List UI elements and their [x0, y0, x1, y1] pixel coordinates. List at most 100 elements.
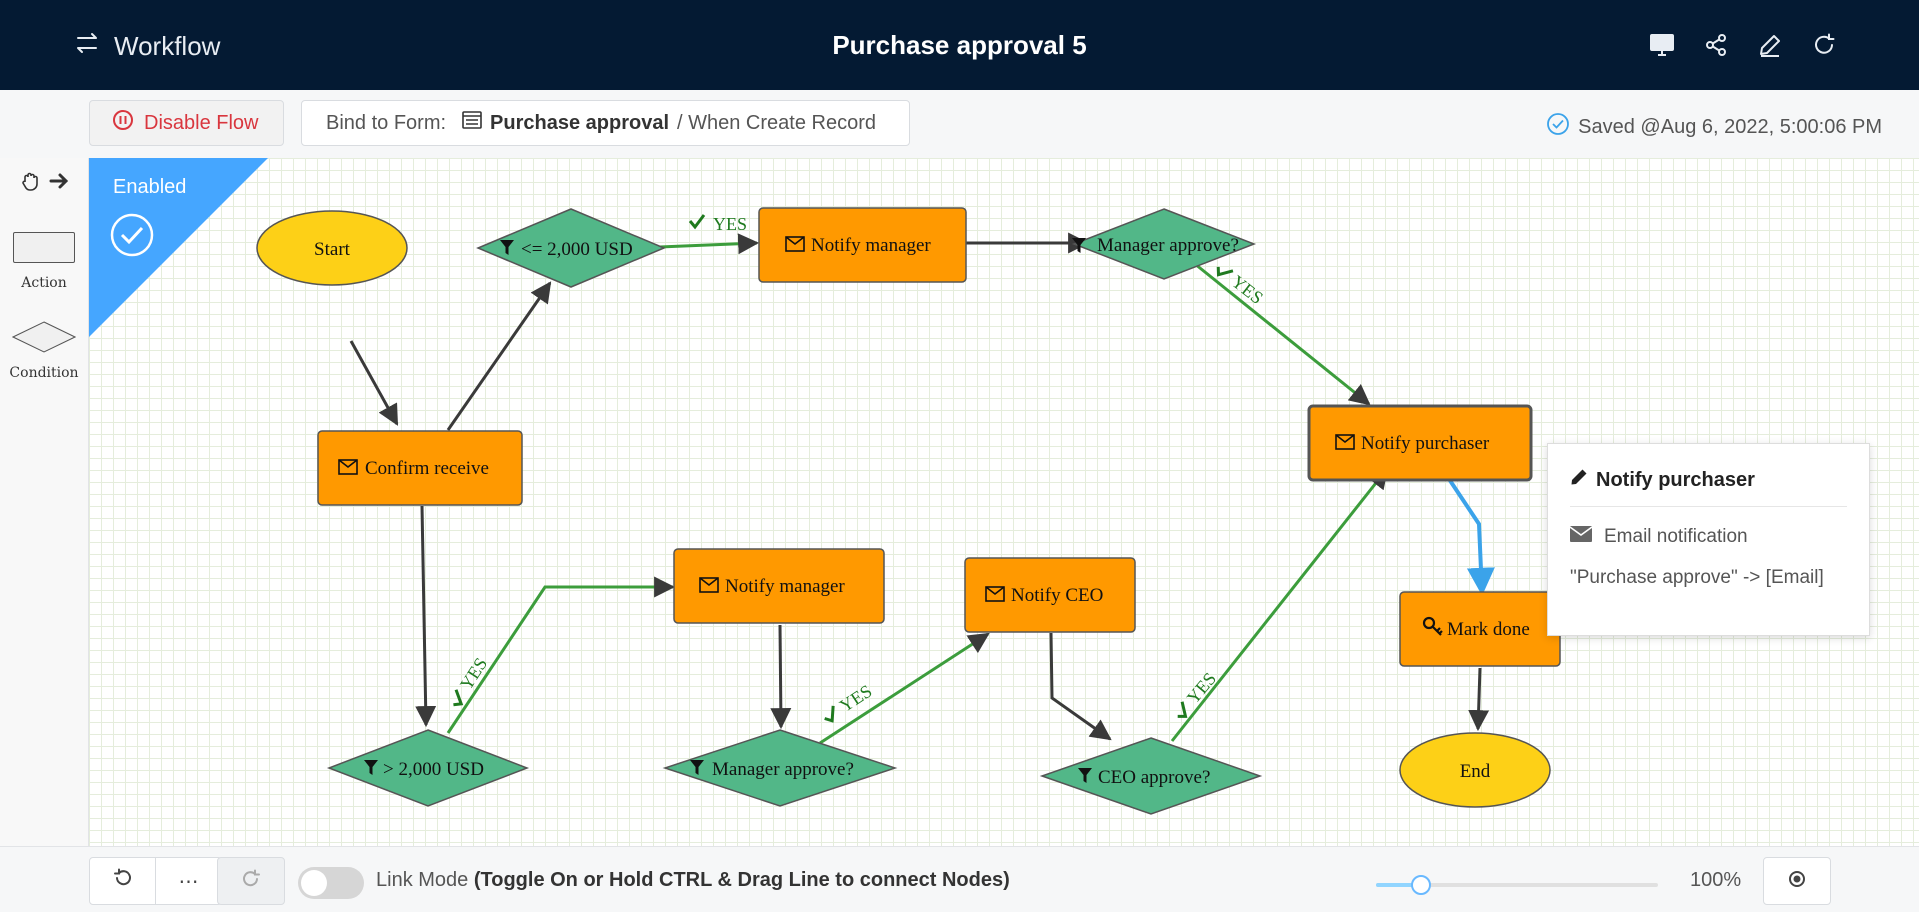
action-node-notify-manager-top[interactable]: Notify manager: [758, 207, 967, 283]
form-icon: [462, 111, 482, 135]
filter-icon: [1078, 768, 1092, 783]
link-mode-hint: (Toggle On or Hold CTRL & Drag Line to c…: [473, 869, 1010, 891]
check-circle-icon: [110, 213, 154, 257]
undo-button[interactable]: [90, 858, 155, 904]
disable-flow-button[interactable]: Disable Flow: [89, 100, 284, 146]
key-icon: [1422, 616, 1443, 636]
edge-yes[interactable]: [1194, 262, 1371, 406]
action-shape[interactable]: [13, 232, 75, 263]
condition-node-le-2000[interactable]: <= 2,000 USD: [476, 208, 666, 288]
condition-label: Condition: [9, 365, 79, 381]
zoom-slider-thumb[interactable]: [1411, 875, 1432, 895]
popup-type: Email notification: [1604, 526, 1748, 547]
yes-label: YES: [1177, 669, 1220, 718]
recenter-button[interactable]: [1763, 857, 1831, 905]
saved-timestamp: Saved @Aug 6, 2022, 5:00:06 PM: [1578, 115, 1882, 138]
end-node[interactable]: End: [1399, 732, 1551, 808]
svg-text:Start: Start: [314, 239, 351, 260]
action-node-mark-done[interactable]: Mark done: [1399, 591, 1561, 667]
swap-icon: [74, 30, 100, 63]
history-button-group: ⋯: [89, 857, 222, 905]
page-title: Purchase approval 5: [832, 30, 1087, 60]
edit-icon[interactable]: [1755, 30, 1785, 60]
svg-text:Mark done: Mark done: [1447, 619, 1530, 640]
svg-text:Manager approve?: Manager approve?: [712, 759, 854, 780]
redo-icon: [241, 869, 261, 894]
filter-icon: [364, 760, 378, 775]
action-label: Action: [21, 275, 67, 291]
envelope-icon: [338, 459, 358, 475]
yes-label: YES: [824, 681, 875, 723]
footer-bar: ⋯ Link Mode (Toggle On or Hold CTRL & Dr…: [0, 846, 1919, 912]
condition-shape[interactable]: [11, 321, 77, 358]
svg-text:> 2,000 USD: > 2,000 USD: [383, 759, 484, 780]
edge[interactable]: [1468, 667, 1490, 732]
more-button[interactable]: ⋯: [155, 858, 221, 904]
popup-title: Notify purchaser: [1596, 468, 1755, 491]
edge-yes[interactable]: [1170, 467, 1389, 742]
edge[interactable]: [446, 281, 552, 431]
condition-node-ceo-approve[interactable]: CEO approve?: [1039, 737, 1263, 815]
svg-text:Notify manager: Notify manager: [811, 235, 931, 256]
filter-icon: [1072, 238, 1086, 253]
action-node-confirm-receive[interactable]: Confirm receive: [317, 430, 523, 506]
yes-label: YES: [688, 214, 747, 234]
condition-node-gt-2000[interactable]: > 2,000 USD: [326, 729, 530, 807]
toggle-knob: [301, 870, 327, 896]
svg-text:YES: YES: [1183, 669, 1220, 708]
enabled-badge[interactable]: Enabled: [89, 158, 268, 337]
edge[interactable]: [415, 505, 437, 728]
pencil-icon[interactable]: [1570, 468, 1588, 492]
bind-form-selector[interactable]: Bind to Form: Purchase approval / When C…: [301, 100, 910, 146]
arrow-right-icon[interactable]: [48, 170, 70, 197]
edge-yes[interactable]: [819, 632, 990, 745]
svg-text:Notify CEO: Notify CEO: [1011, 585, 1103, 606]
svg-text:<= 2,000 USD: <= 2,000 USD: [521, 239, 633, 260]
svg-text:Confirm receive: Confirm receive: [365, 458, 489, 479]
monitor-icon[interactable]: [1647, 30, 1677, 60]
bind-prefix: Bind to Form:: [326, 111, 447, 134]
edge[interactable]: [349, 340, 399, 426]
filter-icon: [500, 240, 514, 255]
svg-text:CEO approve?: CEO approve?: [1098, 767, 1210, 788]
condition-node-manager-approve-top[interactable]: Manager approve?: [1071, 208, 1257, 280]
zoom-level: 100%: [1690, 869, 1742, 891]
start-node[interactable]: Start: [256, 210, 408, 286]
action-node-notify-manager-bottom[interactable]: Notify manager: [673, 548, 885, 624]
envelope-icon: [985, 586, 1005, 602]
ellipsis-icon: ⋯: [178, 870, 199, 893]
popup-detail: "Purchase approve" -> [Email]: [1570, 567, 1824, 588]
target-icon: [1787, 869, 1807, 894]
enabled-label: Enabled: [113, 176, 186, 198]
zoom-slider-fill: [1376, 883, 1422, 887]
yes-labels: YES YES YES YES YES: [453, 214, 1267, 723]
edge[interactable]: [1049, 632, 1112, 741]
link-mode-toggle[interactable]: [298, 867, 364, 899]
refresh-icon[interactable]: [1809, 30, 1839, 60]
disable-flow-label: Disable Flow: [144, 111, 259, 134]
action-node-notify-ceo[interactable]: Notify CEO: [964, 557, 1136, 633]
svg-text:End: End: [1460, 761, 1491, 782]
svg-text:Notify purchaser: Notify purchaser: [1361, 433, 1490, 454]
envelope-icon: [785, 236, 805, 252]
edge-selected[interactable]: [1445, 474, 1495, 596]
share-icon[interactable]: [1701, 30, 1731, 60]
link-mode-label: Link Mode: [376, 869, 469, 891]
envelope-icon: [1335, 434, 1355, 450]
link-mode-text: Link Mode (Toggle On or Hold CTRL & Drag…: [376, 869, 1010, 892]
action-node-notify-purchaser[interactable]: Notify purchaser: [1307, 404, 1533, 482]
hand-pan-icon[interactable]: [20, 170, 42, 197]
undo-icon: [113, 868, 133, 894]
redo-button[interactable]: [217, 857, 285, 905]
edge-yes[interactable]: [446, 576, 676, 734]
svg-text:YES: YES: [713, 214, 747, 234]
workflow-menu[interactable]: Workflow: [74, 30, 220, 63]
edge[interactable]: [770, 624, 792, 730]
check-circle-icon: [1546, 112, 1570, 142]
condition-node-manager-approve-bottom[interactable]: Manager approve?: [662, 729, 898, 807]
save-status: Saved @Aug 6, 2022, 5:00:06 PM: [1546, 112, 1882, 142]
app-header: Workflow Purchase approval 5: [0, 0, 1919, 90]
envelope-icon: [699, 577, 719, 593]
toolbar: Disable Flow Bind to Form: Purchase appr…: [0, 90, 1919, 159]
zoom-slider[interactable]: [1376, 875, 1658, 895]
